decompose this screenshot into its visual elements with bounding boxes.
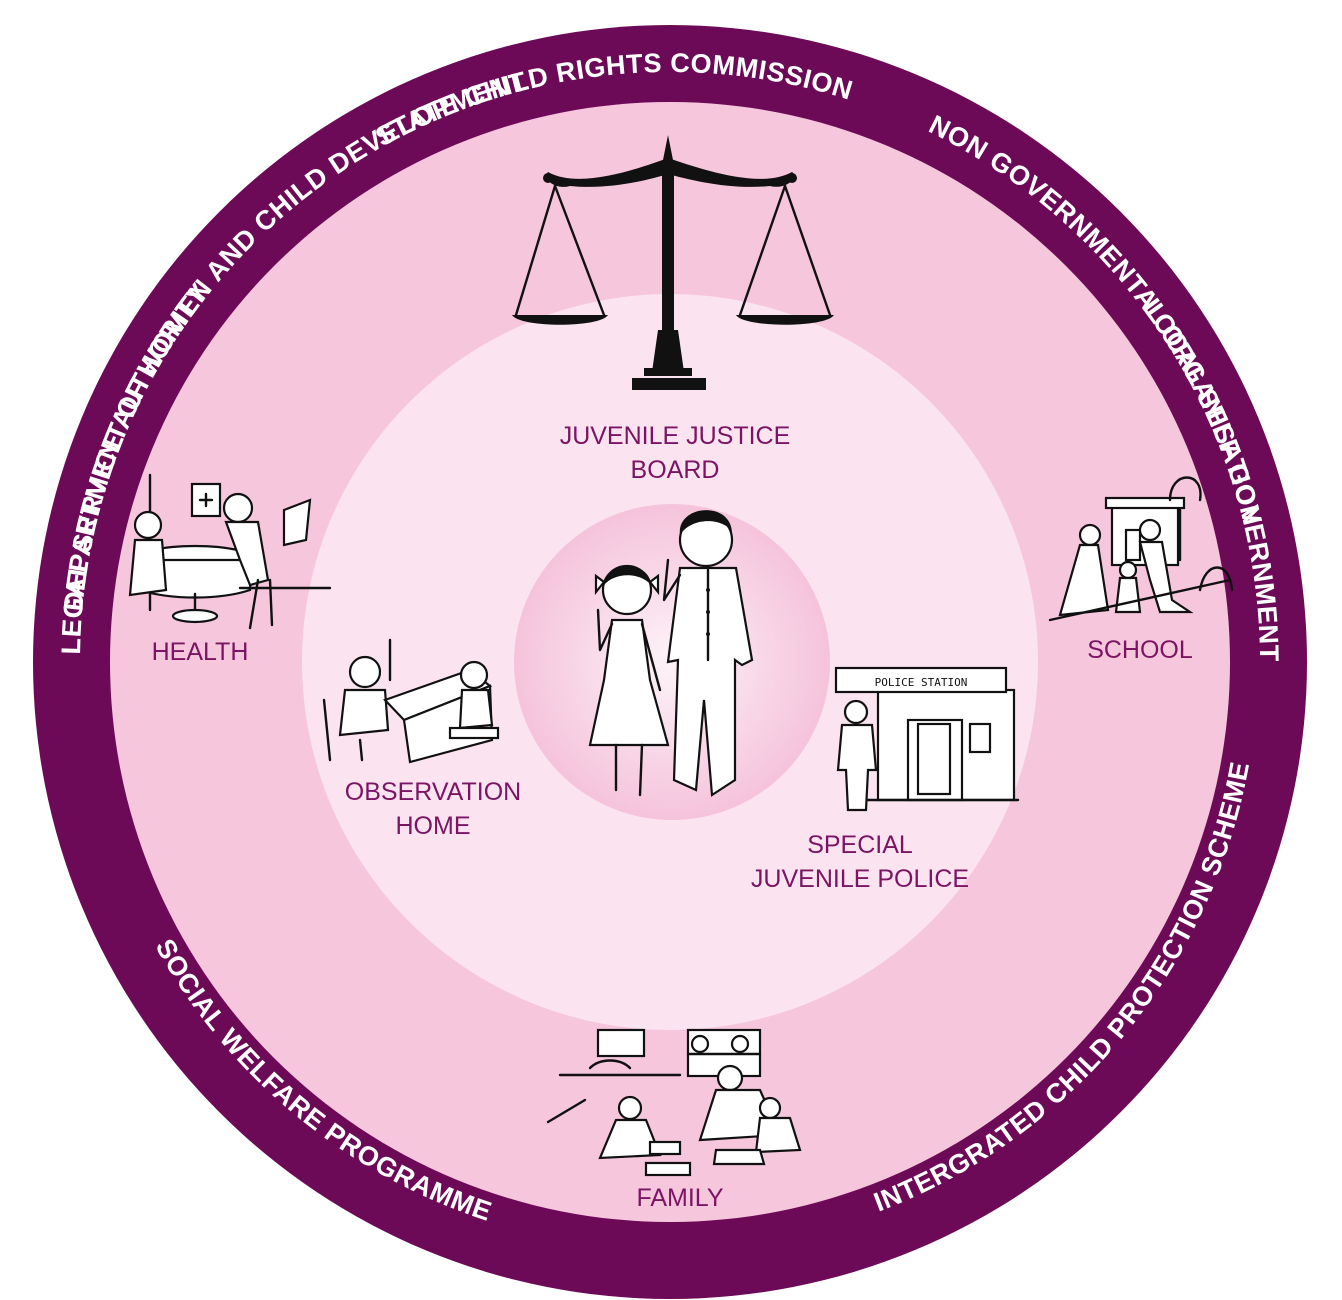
- scales-of-justice-icon: [512, 135, 834, 390]
- jjb-label-line1: JUVENILE JUSTICE: [560, 422, 791, 450]
- health-label: HEALTH: [152, 638, 249, 666]
- school-building-illustration: [1048, 476, 1234, 622]
- family-label: FAMILY: [636, 1184, 723, 1212]
- sjp-label-line1: SPECIAL: [807, 831, 913, 859]
- jjb-label-line2: BOARD: [631, 456, 720, 484]
- sjp-label-line2: JUVENILE POLICE: [751, 865, 969, 893]
- family-kitchen-illustration: [546, 1028, 802, 1177]
- doctor-consultation-illustration: [128, 473, 332, 630]
- two-children-illustration: [588, 510, 754, 797]
- observation-label-line2: HOME: [396, 812, 471, 840]
- counselling-table-illustration: [322, 638, 500, 764]
- police-station-illustration: POLICE STATION: [834, 666, 1020, 812]
- observation-label-line1: OBSERVATION: [345, 778, 521, 806]
- school-label: SCHOOL: [1087, 636, 1193, 664]
- police-station-sign: POLICE STATION: [875, 676, 968, 689]
